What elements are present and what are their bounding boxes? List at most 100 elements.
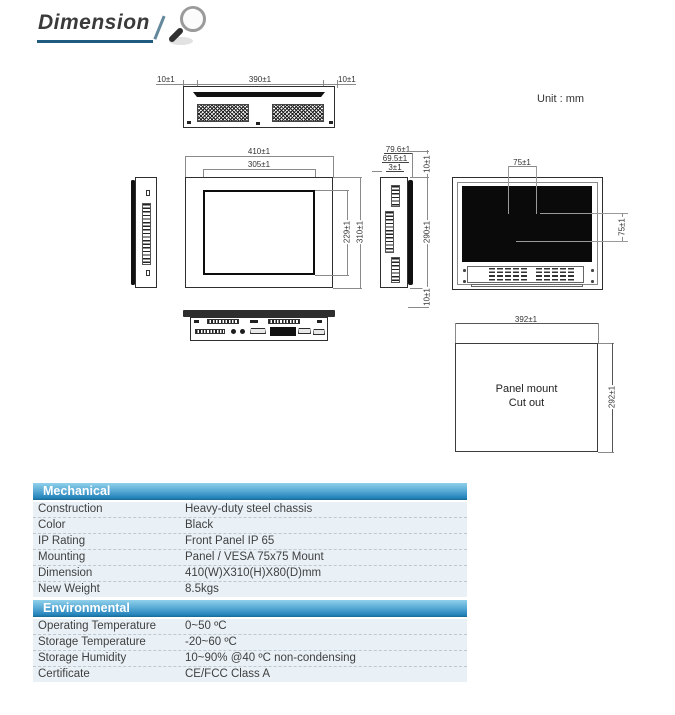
title-underline [37, 40, 153, 43]
dim-label: 10±1 [422, 287, 432, 307]
ext-line [315, 275, 349, 276]
screw-dot [463, 280, 466, 283]
vent-grille [197, 104, 249, 122]
connector-block [391, 257, 400, 283]
magnifier-icon [169, 6, 206, 45]
spec-label: Storage Humidity [38, 652, 127, 664]
spec-label: IP Rating [38, 535, 86, 547]
screw-dot [591, 280, 594, 283]
dim-line [384, 153, 412, 154]
spec-label: New Weight [38, 583, 100, 595]
dim-label: 3±1 [388, 163, 402, 172]
spec-value: Panel / VESA 75x75 Mount [185, 551, 324, 563]
spec-label: Construction [38, 503, 103, 515]
spec-label: Operating Temperature [38, 620, 157, 632]
foot-mark [256, 122, 260, 125]
table-row: Construction Heavy-duty steel chassis [33, 502, 467, 517]
ext-line [315, 190, 349, 191]
dim-label: 10±1 [338, 75, 356, 84]
slot-connector [270, 327, 296, 336]
cutout-caption-line2: Cut out [508, 397, 545, 409]
bezel-bar [183, 310, 335, 317]
screen-outline [203, 190, 315, 275]
io-panel [467, 266, 584, 283]
dim-line [156, 84, 356, 85]
bezel-strip [408, 180, 413, 285]
dim-line [185, 156, 333, 157]
connector-rows [536, 268, 574, 281]
left-side-view-drawing [128, 175, 164, 293]
leader-line [508, 166, 509, 214]
unit-note: Unit : mm [537, 93, 585, 105]
connector-rows [489, 268, 527, 281]
dim-label: 305±1 [247, 160, 271, 169]
dim-label: 290±1 [422, 219, 432, 245]
panel-cutout-drawing: 392±1 Panel mount Cut out 292±1 [450, 312, 625, 462]
spec-value: Front Panel IP 65 [185, 535, 275, 547]
dim-tick [323, 80, 324, 88]
dim-label: 390±1 [248, 75, 272, 84]
table-row: Operating Temperature 0~50 ºC [33, 619, 467, 634]
dim-tick [410, 177, 429, 178]
dim-label: 392±1 [514, 315, 538, 324]
vent-slots [142, 203, 151, 265]
screw-dot [463, 269, 466, 272]
pin-row [268, 319, 300, 324]
dim-line [508, 166, 536, 167]
ext-line [412, 153, 413, 177]
dim-tick [337, 80, 338, 88]
table-header: Mechanical [33, 483, 467, 500]
spec-value: CE/FCC Class A [185, 668, 270, 680]
cutout-outline [455, 343, 598, 452]
environmental-table: Environmental Operating Temperature 0~50… [33, 600, 467, 682]
bottom-bar [471, 284, 583, 287]
ext-line [598, 343, 614, 344]
leader-line [372, 171, 382, 172]
ext-line [333, 288, 362, 289]
dim-label: 75±1 [513, 158, 531, 167]
leader-line [540, 213, 628, 214]
ext-line [598, 452, 614, 453]
dim-label: 69.5±1 [382, 154, 408, 163]
ext-line [333, 177, 362, 178]
title-slash [153, 15, 166, 40]
table-row: Storage Temperature -20~60 ºC [33, 634, 467, 650]
mechanical-table: Mechanical Construction Heavy-duty steel… [33, 483, 467, 597]
dim-line [386, 171, 404, 172]
dim-label: 410±1 [247, 147, 271, 156]
ext-line [598, 323, 599, 343]
detail-mark [250, 320, 258, 323]
spec-label: Dimension [38, 567, 93, 579]
detail-mark [194, 320, 199, 323]
table-header: Environmental [33, 600, 467, 617]
page-title: Dimension [38, 11, 150, 34]
foot-mark [329, 121, 333, 124]
ext-line [185, 156, 186, 177]
spec-label: Mounting [38, 551, 86, 563]
screw-dot [591, 269, 594, 272]
dsub-connector [313, 329, 325, 335]
foot-mark [187, 121, 191, 124]
side-detail [146, 270, 150, 276]
top-view-drawing: 10±1 390±1 10±1 [150, 72, 380, 134]
table-row: Certificate CE/FCC Class A [33, 666, 467, 682]
dim-label: 75±1 [617, 217, 627, 237]
pin-row [207, 319, 239, 324]
dim-tick [183, 80, 184, 88]
table-row: Dimension 410(W)X310(H)X80(D)mm [33, 565, 467, 581]
spec-value: 0~50 ºC [185, 620, 227, 632]
vent-grille [272, 104, 324, 122]
dim-label: 292±1 [607, 384, 617, 410]
table-row: Color Black [33, 517, 467, 533]
rear-panel-black [462, 186, 592, 262]
leader-line [516, 241, 628, 242]
connector-block [391, 185, 400, 207]
dim-label: 10±1 [422, 154, 432, 174]
terminal-connector [195, 329, 225, 334]
spec-value: -20~60 ºC [185, 636, 237, 648]
dim-tick [408, 151, 429, 152]
round-connector [231, 329, 236, 334]
dim-label: 310±1 [355, 219, 365, 245]
detail-mark [317, 320, 322, 323]
